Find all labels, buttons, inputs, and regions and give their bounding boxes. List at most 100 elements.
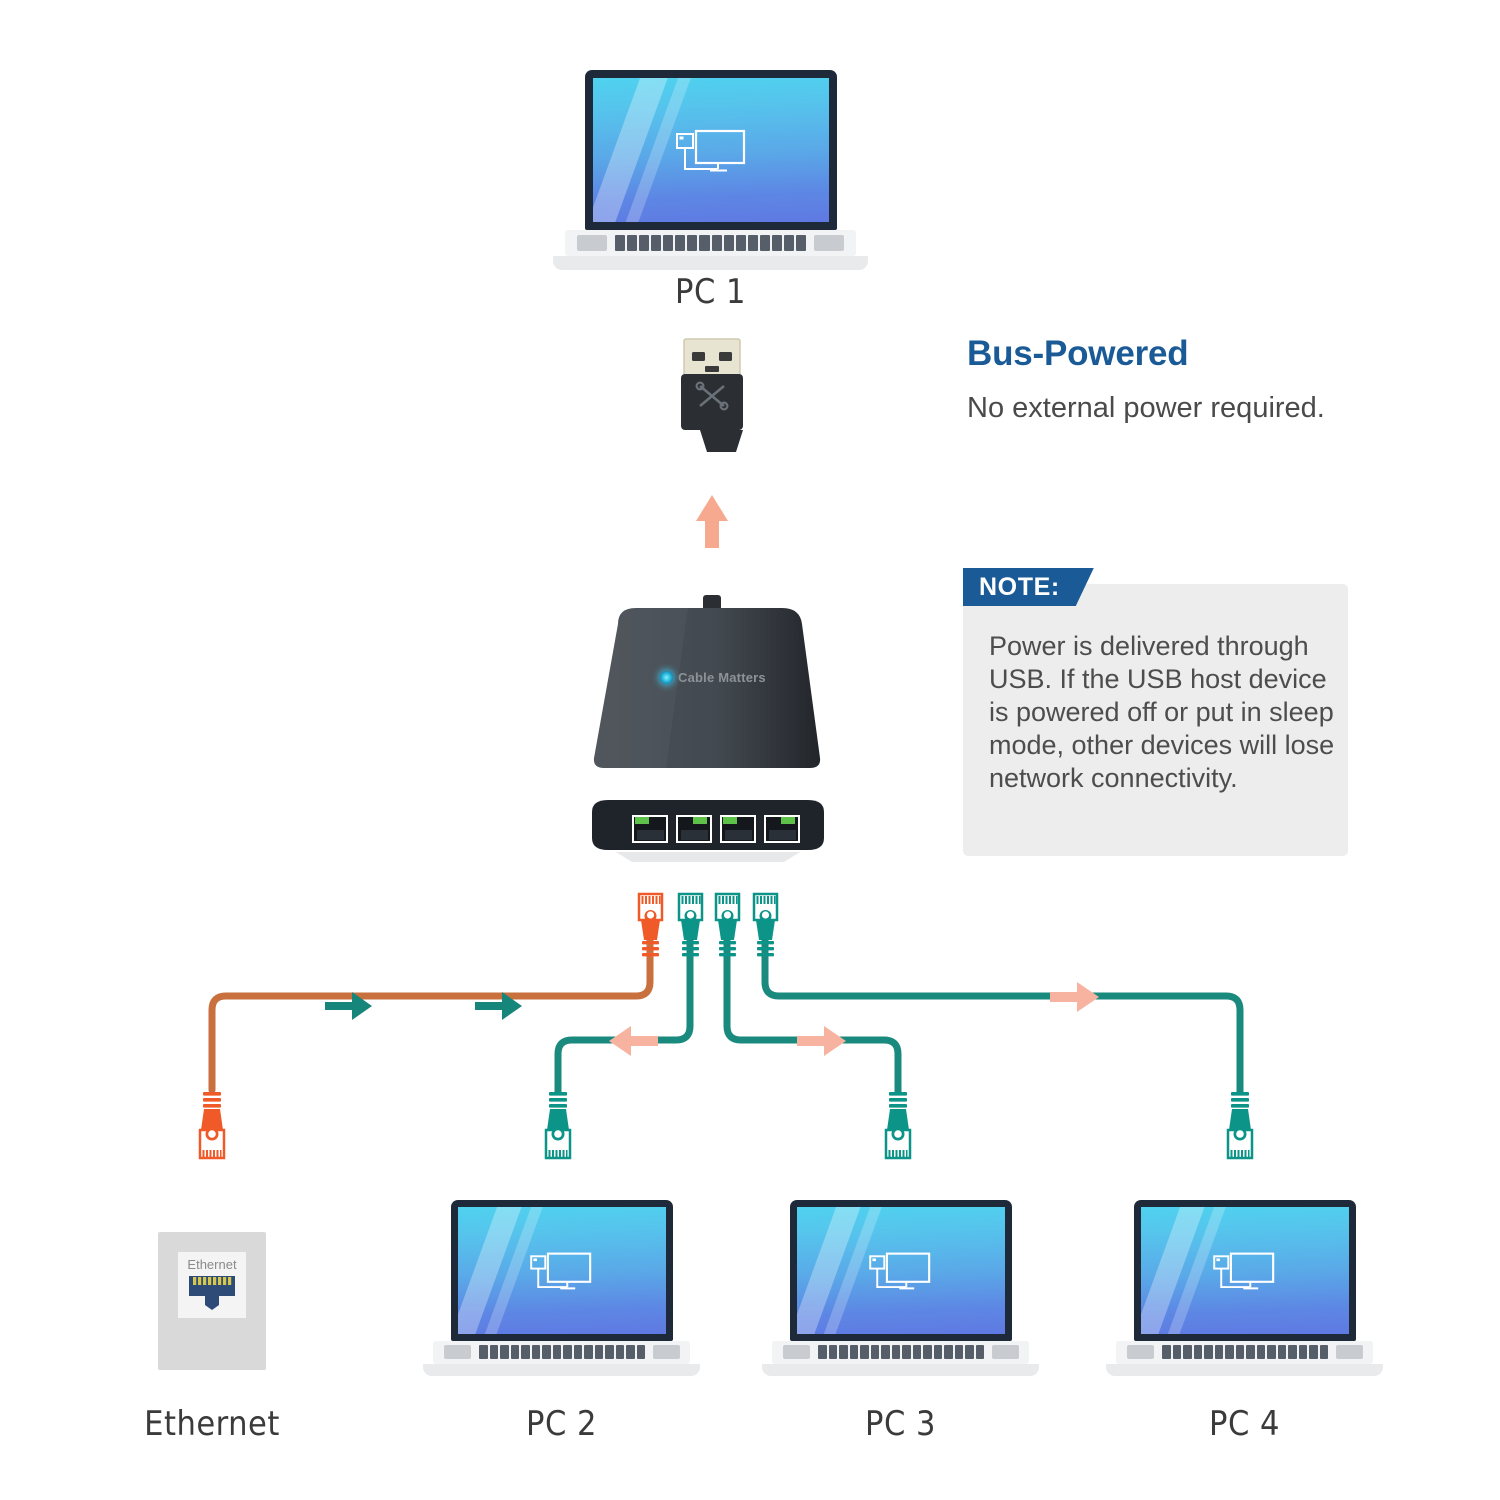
rj45-port-icon xyxy=(189,1276,235,1310)
keyboard-key xyxy=(1214,1345,1223,1359)
laptop-pc2 xyxy=(423,1200,700,1376)
keyboard-key xyxy=(1225,1345,1234,1359)
keyboard-key xyxy=(902,1345,911,1359)
flow-arrow-up-usb xyxy=(696,495,728,548)
ethernet-wall-jack: Ethernet xyxy=(158,1232,266,1370)
laptop-keyboard xyxy=(615,235,806,251)
note-tab-label: NOTE: xyxy=(963,568,1094,606)
rj45-connector-orange-bottom xyxy=(198,1092,226,1160)
keyboard-key xyxy=(1319,1345,1328,1359)
keyboard-key xyxy=(1277,1345,1286,1359)
keyboard-key xyxy=(489,1345,498,1359)
laptop-pc4 xyxy=(1106,1200,1383,1376)
laptop-base-foot xyxy=(423,1364,700,1376)
cable-orange-wall-to-adapter xyxy=(208,931,654,1094)
keyboard-key xyxy=(933,1345,942,1359)
device-label-pc4: PC 4 xyxy=(1209,1404,1280,1444)
device-label-pc2: PC 2 xyxy=(526,1404,597,1444)
laptop-pc1 xyxy=(553,70,868,270)
cable-teal-to-pc2 xyxy=(554,931,694,1096)
keyboard-key xyxy=(860,1345,869,1359)
keyboard-key xyxy=(1235,1345,1244,1359)
keyboard-key xyxy=(1172,1345,1181,1359)
laptop-base xyxy=(565,230,856,256)
wall-jack-inset: Ethernet xyxy=(178,1252,246,1318)
keyboard-key xyxy=(1183,1345,1192,1359)
display-monitor-icon xyxy=(1213,1252,1275,1290)
keyboard-key xyxy=(1193,1345,1202,1359)
keyboard-key xyxy=(795,235,806,251)
callout-subline: No external power required. xyxy=(967,392,1325,424)
flow-arrow-teal-1 xyxy=(325,992,372,1020)
keyboard-key xyxy=(542,1345,551,1359)
note-callout: NOTE: Power is delivered through USB. If… xyxy=(963,568,1348,856)
keyboard-key xyxy=(723,235,734,251)
keyboard-key xyxy=(1298,1345,1307,1359)
keyboard-key xyxy=(531,1345,540,1359)
laptop-keyboard xyxy=(818,1345,984,1359)
usb-a-connector-icon xyxy=(681,338,743,452)
keyboard-key xyxy=(1204,1345,1213,1359)
power-led-icon xyxy=(660,671,673,684)
laptop-palmrest-right xyxy=(992,1345,1019,1359)
rj45-connector-teal-top-1 xyxy=(677,892,704,957)
keyboard-key xyxy=(663,235,674,251)
wall-jack-port-label: Ethernet xyxy=(187,1257,237,1272)
flow-arrow-teal-2 xyxy=(475,992,522,1020)
laptop-base-foot xyxy=(553,256,868,270)
laptop-palmrest-right xyxy=(1336,1345,1363,1359)
laptop-base-foot xyxy=(762,1364,1039,1376)
keyboard-key xyxy=(828,1345,837,1359)
keyboard-key xyxy=(735,235,746,251)
keyboard-key xyxy=(636,1345,645,1359)
rj45-connector-teal-top-2 xyxy=(714,892,741,957)
laptop-pc3 xyxy=(762,1200,1039,1376)
laptop-palmrest-left xyxy=(444,1345,471,1359)
keyboard-key xyxy=(615,1345,624,1359)
keyboard-key xyxy=(1256,1345,1265,1359)
device-label-pc1: PC 1 xyxy=(675,272,746,312)
keyboard-key xyxy=(1288,1345,1297,1359)
keyboard-key xyxy=(747,235,758,251)
hub-brand-logo: Cable Matters xyxy=(660,670,766,685)
laptop-screen xyxy=(593,78,829,222)
keyboard-key xyxy=(711,235,722,251)
keyboard-key xyxy=(699,235,710,251)
display-monitor-icon xyxy=(676,129,746,172)
rj45-connector-teal-bottom-pc2 xyxy=(544,1092,572,1160)
keyboard-key xyxy=(965,1345,974,1359)
laptop-keyboard xyxy=(1162,1345,1328,1359)
keyboard-key xyxy=(651,235,662,251)
keyboard-key xyxy=(870,1345,879,1359)
cable-teal-to-pc4 xyxy=(761,931,1244,1096)
note-body-panel xyxy=(963,584,1348,856)
keyboard-key xyxy=(891,1345,900,1359)
keyboard-key xyxy=(954,1345,963,1359)
keyboard-key xyxy=(510,1345,519,1359)
keyboard-key xyxy=(839,1345,848,1359)
laptop-screen xyxy=(797,1207,1005,1334)
rj45-connector-teal-bottom-pc3 xyxy=(884,1092,912,1160)
hub-body xyxy=(593,608,821,768)
keyboard-key xyxy=(923,1345,932,1359)
keyboard-key xyxy=(771,235,782,251)
laptop-screen xyxy=(458,1207,666,1334)
keyboard-key xyxy=(584,1345,593,1359)
rj45-connector-teal-top-3 xyxy=(752,892,779,957)
display-monitor-icon xyxy=(869,1252,931,1290)
usb-ethernet-hub: Cable Matters xyxy=(588,602,828,862)
keyboard-key xyxy=(759,235,770,251)
keyboard-key xyxy=(881,1345,890,1359)
flow-arrow-salmon-right-1 xyxy=(797,1026,846,1056)
keyboard-key xyxy=(818,1345,827,1359)
keyboard-key xyxy=(500,1345,509,1359)
keyboard-key xyxy=(594,1345,603,1359)
keyboard-key xyxy=(1162,1345,1171,1359)
laptop-palmrest-left xyxy=(783,1345,810,1359)
keyboard-key xyxy=(1246,1345,1255,1359)
keyboard-key xyxy=(627,235,638,251)
keyboard-key xyxy=(615,235,626,251)
keyboard-key xyxy=(849,1345,858,1359)
